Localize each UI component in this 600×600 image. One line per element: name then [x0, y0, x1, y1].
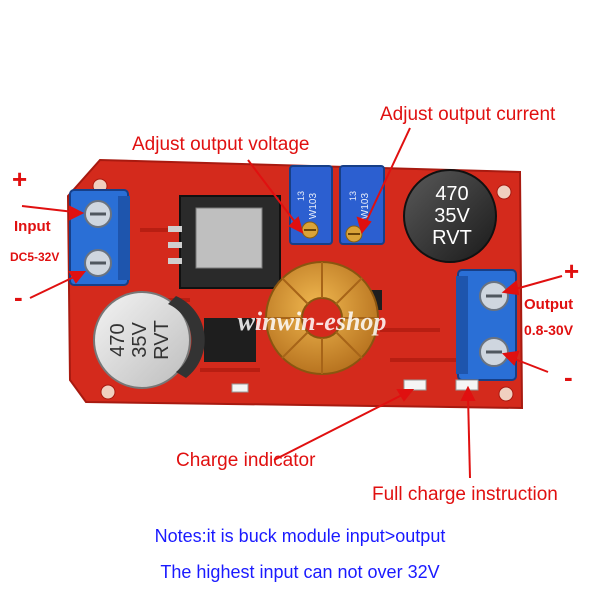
output-plus-sign: +: [564, 256, 580, 286]
cap-right-value: 470: [435, 183, 468, 205]
note-line-1: Notes:it is buck module input>output: [154, 526, 446, 546]
adjust-current-label: Adjust output current: [380, 104, 556, 125]
cap-right-brand: RVT: [432, 227, 472, 249]
full-charge-label: Full charge instruction: [372, 484, 558, 505]
control-ic: [204, 318, 256, 362]
capacitor-right: 470 35V RVT: [403, 169, 497, 263]
input-terminal: [69, 189, 130, 286]
capacitor-left: 470 35V RVT: [93, 291, 205, 389]
charge-led: [403, 379, 427, 391]
current-potentiometer: W103 13: [339, 165, 385, 245]
cap-left-value: 470: [107, 323, 129, 356]
input-label: Input: [14, 218, 51, 235]
output-minus-sign: -: [564, 362, 573, 392]
watermark: winwin-eshop: [238, 307, 387, 336]
cap-left-voltage: 35V: [129, 322, 151, 358]
charge-indicator-label: Charge indicator: [176, 450, 316, 471]
output-label: Output: [524, 296, 574, 313]
output-terminal: [456, 269, 517, 381]
pot-num-label-2: 13: [348, 191, 358, 201]
regulator-ic: [168, 195, 281, 289]
input-plus-sign: +: [12, 164, 28, 194]
cap-left-brand: RVT: [151, 320, 173, 360]
input-range-label: DC5-32V: [10, 250, 60, 264]
toroid-inductor: [265, 261, 379, 375]
pot-code-label: W103: [308, 193, 319, 220]
output-range-label: 0.8-30V: [524, 322, 574, 338]
pot-code-label-2: W103: [360, 193, 371, 220]
adjust-voltage-label: Adjust output voltage: [132, 134, 310, 155]
pot-num-label: 13: [296, 191, 306, 201]
voltage-potentiometer: W103 13: [289, 165, 333, 245]
annotation-arrows: [21, 127, 563, 479]
input-minus-sign: -: [14, 282, 23, 312]
cap-right-voltage: 35V: [434, 205, 470, 227]
note-line-2: The highest input can not over 32V: [160, 562, 440, 582]
